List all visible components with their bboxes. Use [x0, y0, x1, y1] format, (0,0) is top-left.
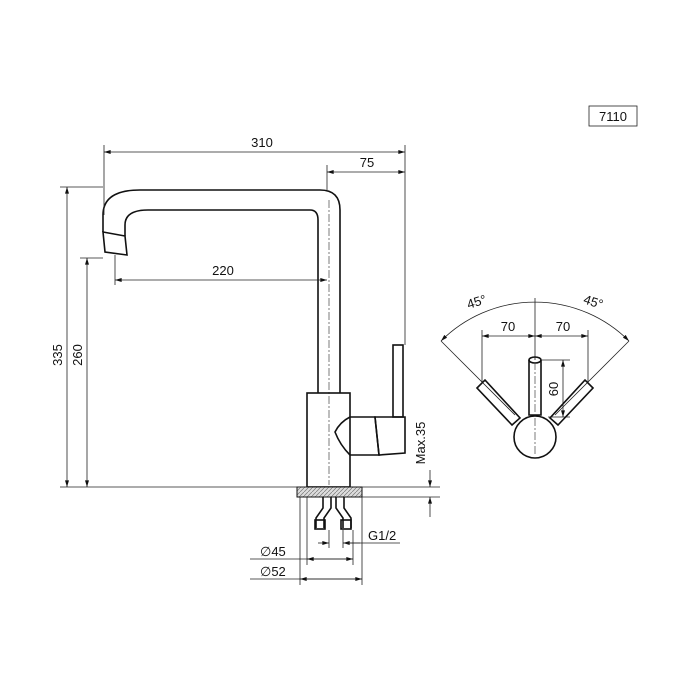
model-label-box [588, 105, 638, 127]
lever-length: 60 [546, 382, 561, 396]
top-view [440, 298, 630, 459]
lever-block [374, 416, 406, 456]
offset-left: 70 [501, 319, 515, 334]
extension-lines [60, 145, 440, 585]
faucet-body-top [513, 415, 557, 459]
spout-inner [124, 209, 319, 393]
dim-75: 75 [360, 155, 374, 170]
spout-aerator [102, 231, 128, 256]
lever-right-position [548, 378, 595, 427]
faucet-body [306, 392, 351, 488]
dim-260: 260 [70, 344, 85, 366]
lever-handle [392, 344, 404, 418]
angle-right: 45° [582, 292, 605, 312]
dimension-lines [65, 150, 432, 581]
angle-left: 45° [465, 292, 488, 312]
side-view [102, 189, 406, 530]
dim-diameter-52: ∅52 [260, 564, 286, 579]
spout-outer [102, 189, 341, 393]
mounting-deck [296, 486, 363, 498]
dim-335: 335 [50, 344, 65, 366]
dim-220: 220 [212, 263, 234, 278]
dim-g1-2: G1/2 [368, 528, 396, 543]
model-label: 7110 [599, 109, 627, 124]
dim-diameter-45: ∅45 [260, 544, 286, 559]
supply-hoses [315, 497, 352, 528]
dim-max-35: Max.35 [413, 422, 428, 465]
dim-310: 310 [251, 135, 273, 150]
offset-right: 70 [556, 319, 570, 334]
lever-base [334, 416, 380, 456]
lever-left-position [475, 378, 522, 427]
